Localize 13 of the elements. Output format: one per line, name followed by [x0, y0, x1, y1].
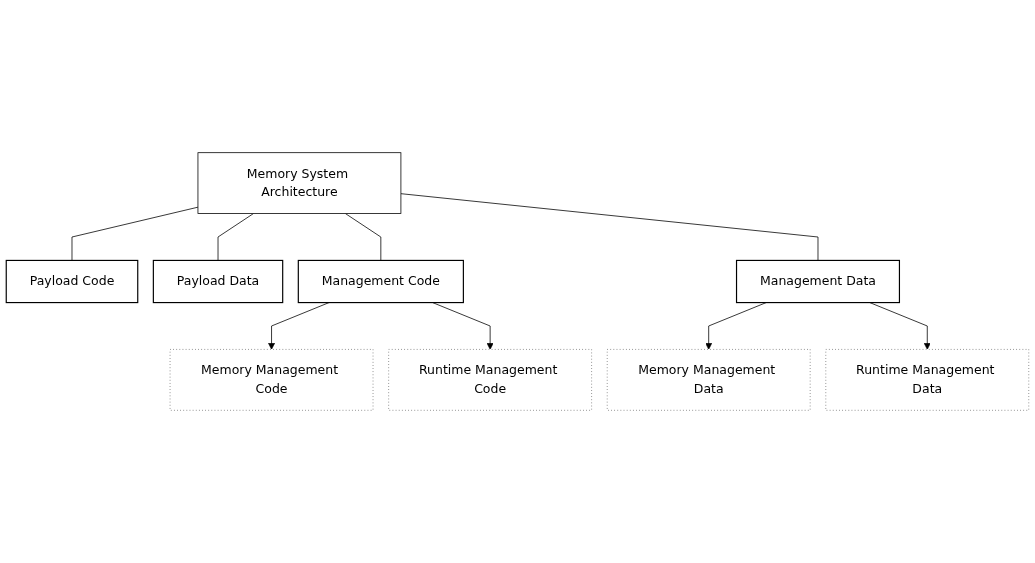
- connector: [400, 193, 819, 261]
- node-box: Management Data: [735, 259, 901, 304]
- node-box: Runtime Management Code: [388, 349, 592, 411]
- node-box: Payload Data: [152, 259, 284, 304]
- connector: [345, 213, 382, 261]
- node-box: Runtime Management Data: [825, 349, 1030, 411]
- node-box: Payload Code: [5, 259, 139, 304]
- node-box: Management Code: [297, 259, 464, 304]
- node-box: Memory System Architecture: [197, 152, 402, 214]
- node-box: Memory Management Data: [606, 349, 811, 411]
- connector: [217, 213, 254, 261]
- connector: [71, 206, 199, 261]
- node-box: Memory Management Code: [169, 349, 374, 411]
